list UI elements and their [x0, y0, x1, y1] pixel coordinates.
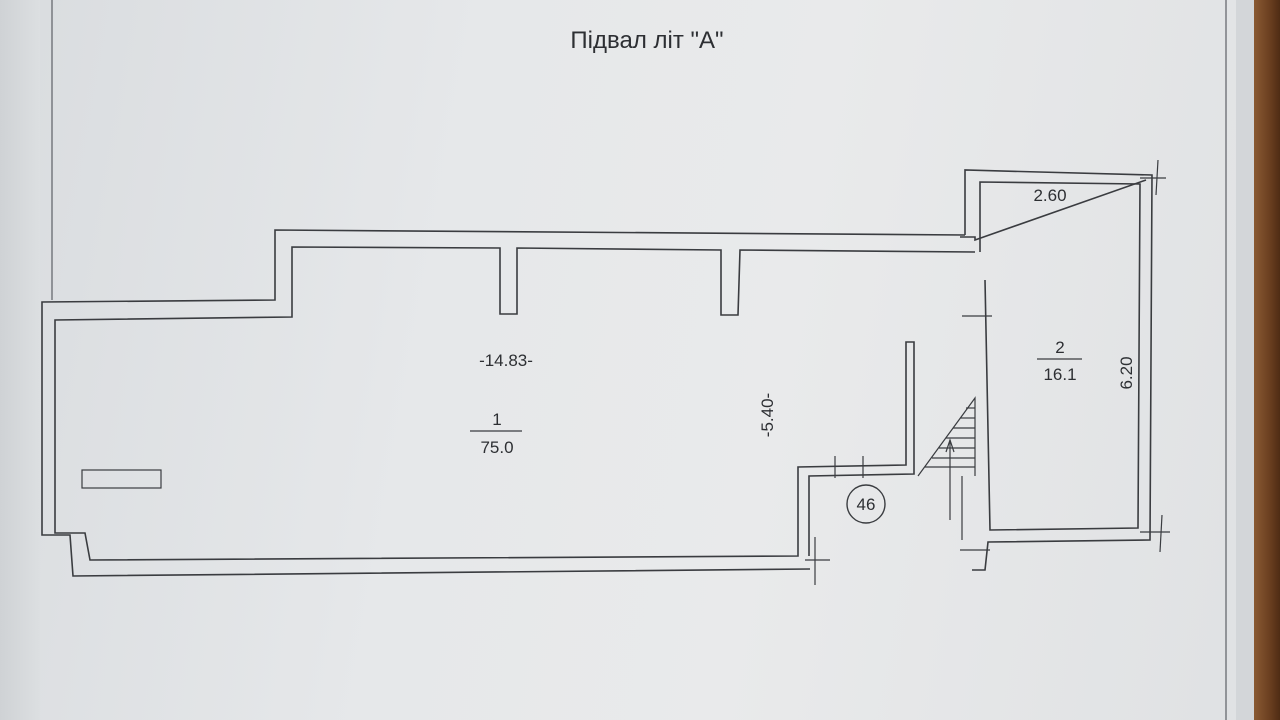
room-1-inner-contour — [54, 246, 976, 561]
plan-title: Підвал літ "А" — [570, 27, 723, 54]
room-1-width-label: -5.40- — [758, 393, 777, 437]
room-2-width-label: 2.60 — [1033, 186, 1066, 205]
marker-circle — [846, 484, 886, 524]
room-2-outer-wall — [964, 169, 1153, 571]
room-2-number: 2 — [1055, 338, 1064, 357]
room-1-number: 1 — [492, 410, 501, 429]
room-1-area: 75.0 — [480, 438, 513, 457]
room-1-length-label: -14.83- — [479, 351, 533, 370]
room-1-outer-contour — [41, 229, 966, 577]
room-1-outer-wall — [960, 179, 1147, 242]
sheet-left-margin — [0, 0, 40, 720]
room-2-area: 16.1 — [1043, 365, 1076, 384]
wall-tick — [1159, 514, 1163, 553]
sheet-right-margin — [1236, 0, 1254, 720]
table-edge — [1254, 0, 1280, 720]
fixture-rectangle — [81, 469, 162, 489]
wall-tick — [1155, 159, 1159, 196]
room-2-length-label: 6.20 — [1117, 356, 1136, 389]
staircase — [917, 396, 976, 540]
marker-label: 46 — [857, 495, 876, 514]
room-2-inner-wall — [979, 181, 1141, 531]
